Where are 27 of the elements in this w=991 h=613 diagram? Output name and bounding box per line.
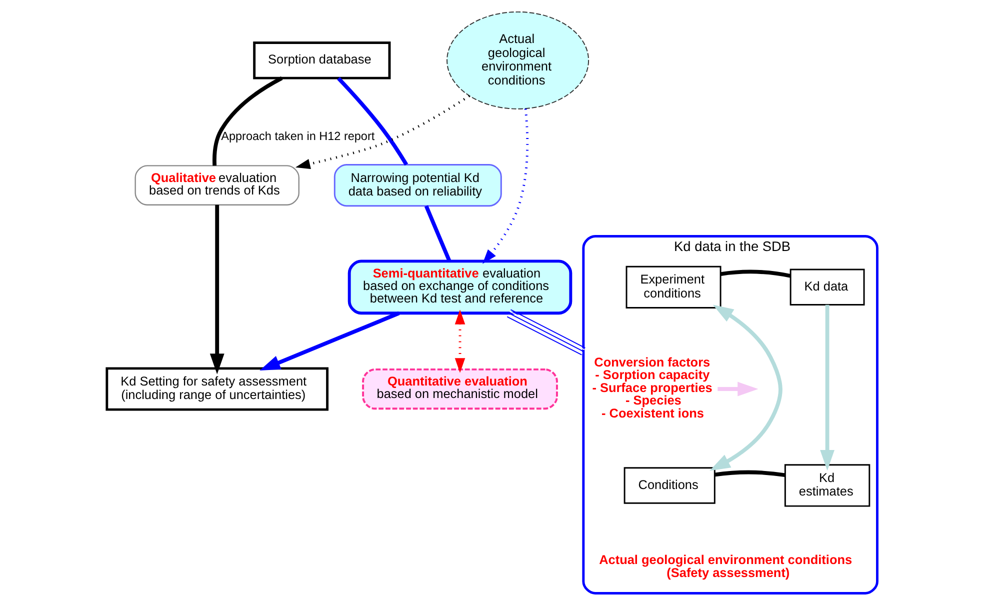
- arrow: [717, 382, 758, 396]
- connector: [714, 470, 785, 478]
- arrow: [454, 310, 465, 373]
- connector: [336, 76, 408, 166]
- node-box: Qualitative evaluation based on trends of Kds: [134, 165, 299, 206]
- node-box: Kd estimates: [784, 464, 870, 507]
- node-text: Conversion factors - Sorption capacity - Surface properties - Species - Coexistent ions: [592, 354, 712, 420]
- edge-label: Approach taken in H12 report: [220, 130, 374, 143]
- node-box: Sorption database: [252, 42, 390, 80]
- node-box: Conditions: [623, 467, 715, 504]
- node-box: Experiment conditions: [625, 266, 721, 308]
- node-box: Kd data: [789, 268, 864, 306]
- node-box: Semi-quantitative evaluation based on exchange of conditions between Kd test and reference: [347, 260, 572, 315]
- node-box: Quantitative evaluation based on mechanistic model: [362, 368, 558, 410]
- node-box: Narrowing potential Kd data based on reliability: [333, 164, 502, 207]
- arrow: [259, 311, 400, 371]
- arrow: [209, 204, 224, 374]
- connector: [424, 205, 451, 262]
- connector: [212, 76, 282, 166]
- arrow: [294, 94, 470, 170]
- node-ellipse: Actual geological environment conditions: [446, 11, 589, 110]
- connector: [506, 309, 586, 356]
- arrow: [709, 304, 782, 471]
- arrow: [820, 304, 834, 471]
- connector: [720, 270, 790, 278]
- arrow: [482, 108, 528, 264]
- node-box: Kd Setting for safety assessment (including range of uncertainties): [105, 367, 328, 411]
